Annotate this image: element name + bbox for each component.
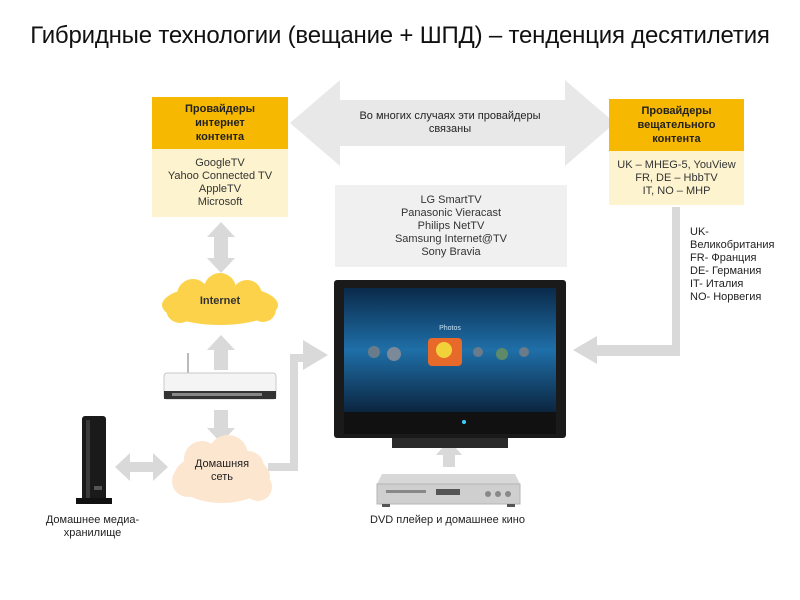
list-item: Sony Bravia (421, 245, 481, 258)
legend-item: FR- Франция (690, 252, 757, 264)
arrow-home-tv (268, 340, 328, 471)
media-storage-icon (76, 416, 112, 504)
list-item: Panasonic Vieracast (400, 206, 502, 219)
legend-item: IT- Италия (690, 278, 744, 290)
storage-label-line: Домашнее медиа- (45, 514, 140, 526)
header-line: интернет (195, 117, 245, 129)
list-item: GoogleTV (195, 157, 245, 169)
list-item: Samsung Internet@TV (394, 232, 508, 245)
linked-note-line-2: связаны (428, 123, 472, 135)
list-item: LG SmartTV (420, 193, 482, 206)
header-line: Провайдеры (641, 105, 712, 117)
list-item: Yahoo Connected TV (167, 170, 273, 182)
internet-cloud-icon (162, 273, 278, 325)
header-line: контента (195, 131, 245, 143)
header-line: Провайдеры (184, 103, 256, 115)
media-storage-label: Домашнее медиа- хранилище (25, 514, 160, 540)
dvd-player-icon (376, 474, 521, 507)
internet-providers-box: Провайдеры интернет контента GoogleTV Ya… (152, 97, 288, 217)
tv-icon: Photos (334, 280, 566, 448)
slide-title: Гибридные технологии (вещание + ШПД) – т… (30, 22, 770, 49)
broadcast-providers-box: Провайдеры вещательного контента UK – MH… (609, 99, 744, 205)
list-item: Philips NetTV (417, 219, 485, 232)
dvd-label: DVD плейер и домашнее кино (370, 514, 525, 526)
list-item: IT, NO – MHP (642, 184, 711, 197)
home-network-cloud-icon (172, 435, 272, 503)
linked-note-line-1: Во многих случаях эти провайдеры (359, 110, 541, 122)
storage-label-line: хранилище (63, 527, 122, 539)
home-network-line: сеть (210, 471, 234, 483)
internet-cloud-label: Internet (199, 295, 241, 307)
arrow-router-internet (207, 335, 235, 370)
header-line: контента (652, 133, 701, 145)
legend-item: UK- (690, 226, 709, 238)
router-icon (163, 353, 277, 400)
internet-providers-header: Провайдеры интернет контента (152, 97, 288, 149)
arrow-broadcast-tv (573, 207, 680, 364)
tv-screen-label: Photos (439, 325, 461, 332)
arrow-providers-internet (207, 222, 235, 273)
broadcast-providers-list: UK – MHEG-5, YouView FR, DE – HbbTV IT, … (609, 151, 744, 205)
arrow-router-home (207, 410, 235, 443)
home-network-label: Домашняя сеть (168, 458, 276, 484)
country-legend: UK- Великобритания FR- Франция DE- Герма… (690, 226, 795, 304)
list-item: Microsoft (197, 196, 243, 208)
linked-providers-note: Во многих случаях эти провайдеры связаны (340, 110, 560, 136)
legend-item: DE- Германия (690, 265, 762, 277)
list-item: UK – MHEG-5, YouView (617, 158, 736, 171)
arrow-dvd-tv (436, 440, 462, 467)
tv-makers-box: LG SmartTV Panasonic Vieracast Philips N… (335, 185, 567, 267)
double-arrow-connector (290, 80, 615, 166)
broadcast-providers-header: Провайдеры вещательного контента (609, 99, 744, 151)
legend-item: NO- Норвегия (690, 291, 762, 303)
list-item: AppleTV (198, 183, 242, 195)
legend-item: Великобритания (690, 239, 775, 251)
home-network-line: Домашняя (194, 458, 250, 470)
arrow-storage-home (115, 453, 168, 481)
tv-menu-icons (368, 338, 529, 366)
internet-providers-list: GoogleTV Yahoo Connected TV AppleTV Micr… (152, 149, 288, 217)
list-item: FR, DE – HbbTV (635, 171, 718, 184)
header-line: вещательного (637, 119, 716, 131)
